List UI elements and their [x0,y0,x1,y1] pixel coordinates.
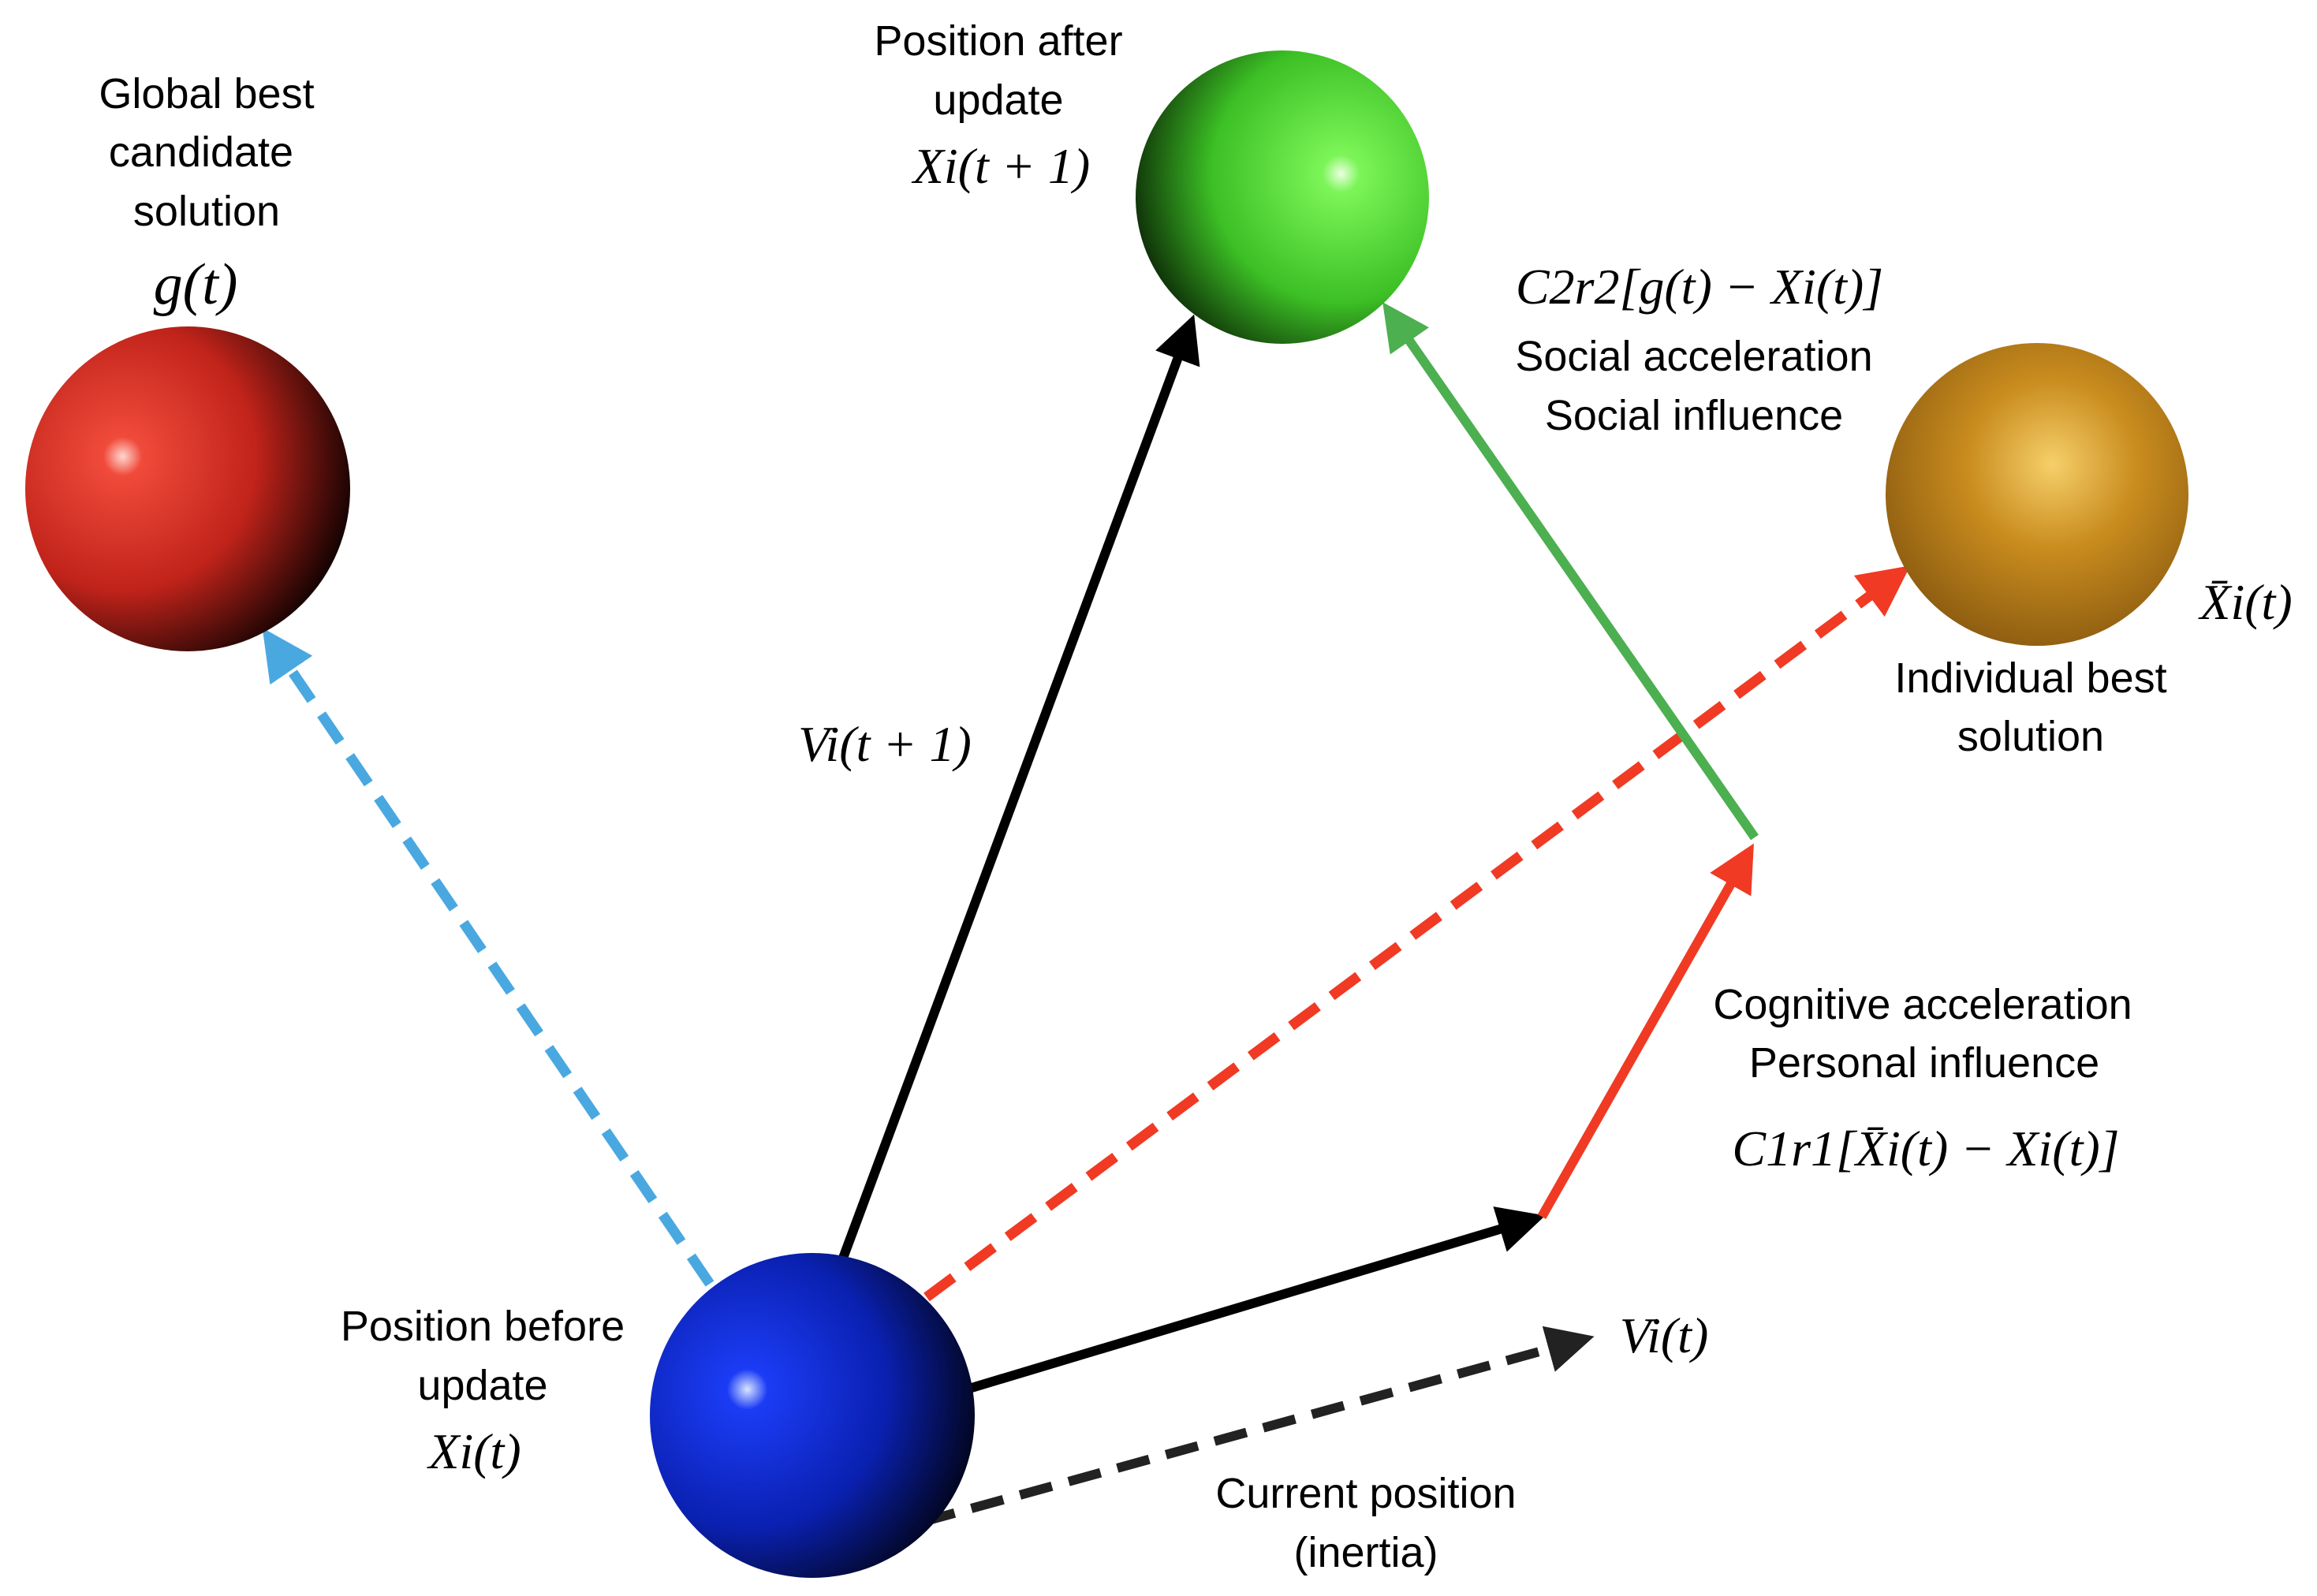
personal-best-dashed-arrow [923,565,1911,1302]
velocity-current-math: Vi(t) [1620,1307,1709,1363]
inertia-label-line2: (inertia) [1293,1529,1438,1576]
inertia-arrow [970,1206,1546,1393]
inertia-label-line1: Current position [1215,1470,1516,1517]
cognitive-math: C1r1[X̄i(t) − Xi(t)] [1732,1121,2119,1176]
global-best-label-line3: solution [133,188,280,235]
cognitive-label-line2: Personal influence [1749,1039,2099,1087]
after-update-label-line1: Position after [874,17,1122,65]
cognitive-label-line1: Cognitive acceleration [1713,981,2132,1028]
before-update-math: Xi(t) [426,1423,520,1479]
velocity-current-dashed-arrow [921,1326,1595,1527]
arrows [262,302,1911,1527]
red-sphere-icon [25,326,350,651]
before-update-label-line1: Position before [341,1303,625,1350]
global-best-label-line1: Global best [99,70,314,117]
personal-best-label-line2: solution [1957,713,2104,760]
cognitive-arrow [1537,843,1754,1219]
blue-sphere-icon [650,1253,975,1578]
global-best-label-line2: candidate [109,129,293,176]
social-label-line1: Social acceleration [1515,333,1872,380]
global-best-dashed-arrow [262,628,715,1287]
after-update-label-line2: update [933,76,1063,124]
personal-best-math: X̄i(t) [2197,574,2292,630]
before-update-label-line2: update [417,1362,547,1409]
green-sphere-icon [1136,50,1429,344]
personal-best-label-line1: Individual best [1894,654,2166,702]
velocity-next-arrow [838,314,1200,1262]
after-update-math: Xi(t + 1) [911,138,1090,194]
social-math: C2r2[g(t) − Xi(t)] [1516,259,1883,315]
global-best-math: g(t) [154,252,238,317]
social-arrow [1382,302,1759,841]
velocity-next-math: Vi(t + 1) [798,716,972,772]
social-label-line2: Social influence [1545,392,1843,439]
orange-sphere-icon [1886,343,2188,646]
